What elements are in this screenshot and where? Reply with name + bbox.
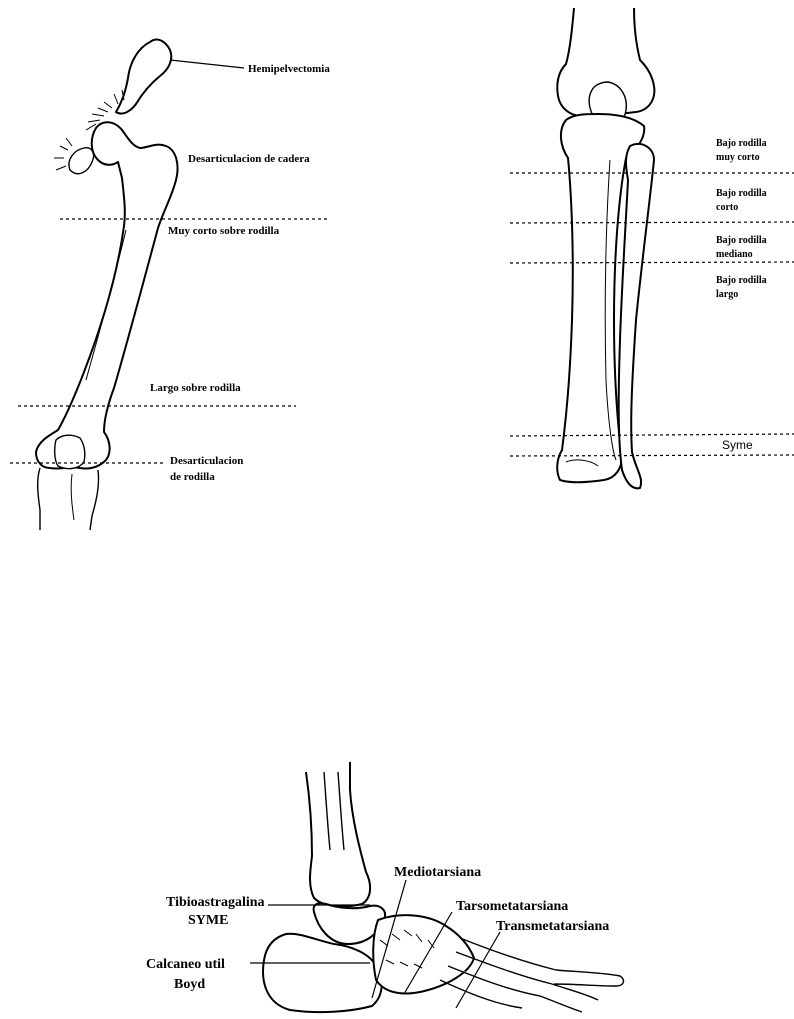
pelvis-bone bbox=[116, 40, 171, 114]
calcaneus bbox=[263, 934, 382, 1012]
toes bbox=[540, 970, 623, 1012]
bk-medium-label-line1: Bajo rodilla bbox=[716, 235, 767, 246]
calcaneal-label-line1: Calcaneo util bbox=[146, 957, 225, 972]
tibiotalar-label-line1: Tibioastragalina bbox=[166, 895, 265, 910]
bk-long-label-line1: Bajo rodilla bbox=[716, 275, 767, 286]
femur-figure bbox=[36, 40, 178, 530]
tibiotalar-label-line2: SYME bbox=[188, 913, 228, 928]
very-short-above-knee-label: Muy corto sobre rodilla bbox=[168, 225, 280, 237]
transmetatarsal-label: Transmetatarsiana bbox=[496, 919, 609, 934]
foot-figure bbox=[263, 762, 623, 1012]
syme-line-lower bbox=[510, 455, 794, 456]
acetabulum bbox=[69, 148, 94, 174]
bk-very-short-label-line1: Bajo rodilla bbox=[716, 138, 767, 149]
bk-short-label-line2: corto bbox=[716, 202, 738, 213]
knee-disarticulation-label-line1: Desarticulacion bbox=[170, 455, 243, 467]
tarsometatarsal-label: Tarsometatarsiana bbox=[456, 899, 568, 914]
hemipelvectomy-leader bbox=[170, 60, 244, 68]
bk-short-line bbox=[510, 222, 794, 223]
midfoot bbox=[373, 915, 474, 993]
bk-medium-label-line2: mediano bbox=[716, 249, 753, 260]
calcaneal-label-line2: Boyd bbox=[174, 977, 205, 992]
tibia-top bbox=[38, 468, 99, 530]
bk-long-label-line2: largo bbox=[716, 289, 738, 300]
foot-tibia bbox=[306, 762, 370, 906]
patella bbox=[55, 435, 85, 468]
femur-bone bbox=[36, 122, 178, 468]
fibula-top bbox=[71, 474, 74, 520]
lower-leg-figure bbox=[557, 8, 654, 488]
fibula-bone bbox=[619, 144, 654, 488]
hip-disarticulation-label: Desarticulacion de cadera bbox=[188, 153, 310, 165]
hemipelvectomy-label: Hemipelvectomia bbox=[248, 63, 330, 75]
knee-disarticulation-label-line2: de rodilla bbox=[170, 471, 215, 483]
bk-short-label-line1: Bajo rodilla bbox=[716, 188, 767, 199]
bk-medium-line bbox=[510, 262, 794, 263]
long-above-knee-label: Largo sobre rodilla bbox=[150, 382, 241, 394]
bk-very-short-label-line2: muy corto bbox=[716, 152, 760, 163]
syme-line-upper bbox=[510, 434, 794, 436]
midtarsal-label: Mediotarsiana bbox=[394, 865, 481, 880]
syme-label: Syme bbox=[722, 438, 753, 452]
